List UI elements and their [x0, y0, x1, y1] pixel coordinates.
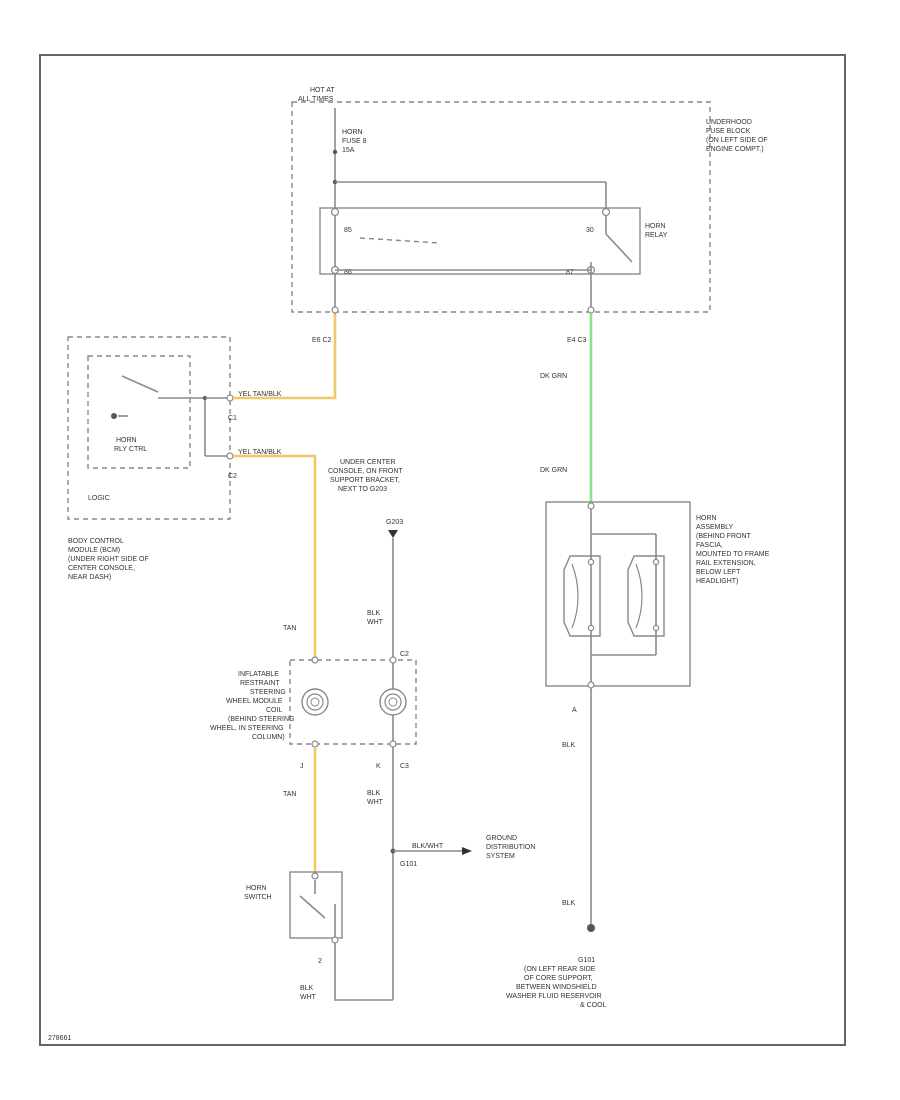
svg-text:J: J [300, 763, 304, 770]
svg-text:FUSE 8: FUSE 8 [342, 138, 367, 145]
svg-text:HORN: HORN [342, 129, 363, 136]
svg-text:TAN: TAN [283, 625, 296, 632]
horn-relay-box [319, 207, 641, 275]
svg-text:85: 85 [344, 227, 352, 234]
hot-at-label: HOT AT ALL TIMES [298, 87, 336, 103]
bcm-outline [67, 336, 231, 520]
steering-coil-outline [289, 659, 417, 745]
connector-c2: C2 [228, 473, 237, 480]
horn-speaker-right [627, 555, 665, 637]
horn-fuse: HORN FUSE 8 15A [332, 108, 367, 212]
diagram-frame [39, 54, 846, 1046]
svg-text:30: 30 [586, 227, 594, 234]
svg-text:2: 2 [318, 958, 322, 965]
svg-text:A: A [572, 707, 577, 714]
horn-switch-outline [289, 871, 343, 939]
connector-e6-c2: E6 C2 [312, 337, 332, 344]
svg-text:K: K [376, 763, 381, 770]
underhood-fuse-block-label: UNDERHOOD FUSE BLOCK (ON LEFT SIDE OF EN… [706, 119, 770, 153]
svg-text:YEL TAN/BLK: YEL TAN/BLK [238, 449, 282, 456]
svg-text:BLK: BLK [562, 742, 576, 749]
svg-text:87: 87 [566, 269, 574, 276]
g203-location-label: UNDER CENTER CONSOLE, ON FRONT SUPPORT B… [328, 459, 405, 493]
svg-text:BLK: BLK [367, 610, 381, 617]
bcm-logic-label: LOGIC [88, 495, 110, 502]
horn-speaker-left [563, 555, 601, 637]
figure-id: 278661 [48, 1035, 71, 1042]
connector-c1: C1 [228, 415, 237, 422]
svg-text:TAN: TAN [283, 791, 296, 798]
horn-assembly-label: HORN ASSEMBLY (BEHIND FRONT FASCIA, MOUN… [696, 515, 771, 585]
g101-location-label: G101 (ON LEFT REAR SIDE OF CORE SUPPORT,… [506, 957, 607, 1009]
svg-text:BLK: BLK [562, 900, 576, 907]
horn-relay-label: HORN RELAY [645, 223, 668, 239]
svg-text:15A: 15A [342, 147, 355, 154]
svg-text:86: 86 [344, 269, 352, 276]
ground-distribution-label: GROUND DISTRIBUTION SYSTEM [486, 835, 537, 860]
wire-yel-tan-2 [233, 454, 317, 660]
connector-e4-c3: E4 C3 [567, 337, 587, 344]
svg-text:C2: C2 [400, 651, 409, 658]
svg-text:DK GRN: DK GRN [540, 373, 567, 380]
horn-switch-label: HORN SWITCH [244, 885, 272, 901]
bcm-horn-relay-control [87, 355, 191, 469]
svg-text:BLK: BLK [300, 985, 314, 992]
svg-text:G203: G203 [386, 519, 403, 526]
coil-spring-right [379, 688, 407, 716]
irsw-coil-label: INFLATABLE RESTRAINT STEERING WHEEL MODU… [210, 671, 296, 741]
svg-text:WHT: WHT [367, 619, 384, 626]
bcm-location-label: BODY CONTROL MODULE (BCM) (UNDER RIGHT S… [68, 538, 151, 581]
svg-text:BLK/WHT: BLK/WHT [412, 843, 444, 850]
wire-yel-tan-1 [233, 314, 337, 400]
svg-text:WHT: WHT [300, 994, 317, 1001]
svg-text:G101: G101 [400, 861, 417, 868]
svg-text:C3: C3 [400, 763, 409, 770]
svg-text:WHT: WHT [367, 799, 384, 806]
relay-pin-30 [601, 207, 611, 217]
horn-assembly-outline [545, 501, 691, 687]
svg-text:YEL TAN/BLK: YEL TAN/BLK [238, 391, 282, 398]
svg-text:BLK: BLK [367, 790, 381, 797]
coil-spring-left [301, 688, 329, 716]
underhood-fuse-block-outline [291, 101, 711, 313]
svg-text:DK GRN: DK GRN [540, 467, 567, 474]
bcm-inner-label: HORN RLY CTRL [114, 437, 147, 453]
relay-pin-85 [330, 207, 340, 217]
